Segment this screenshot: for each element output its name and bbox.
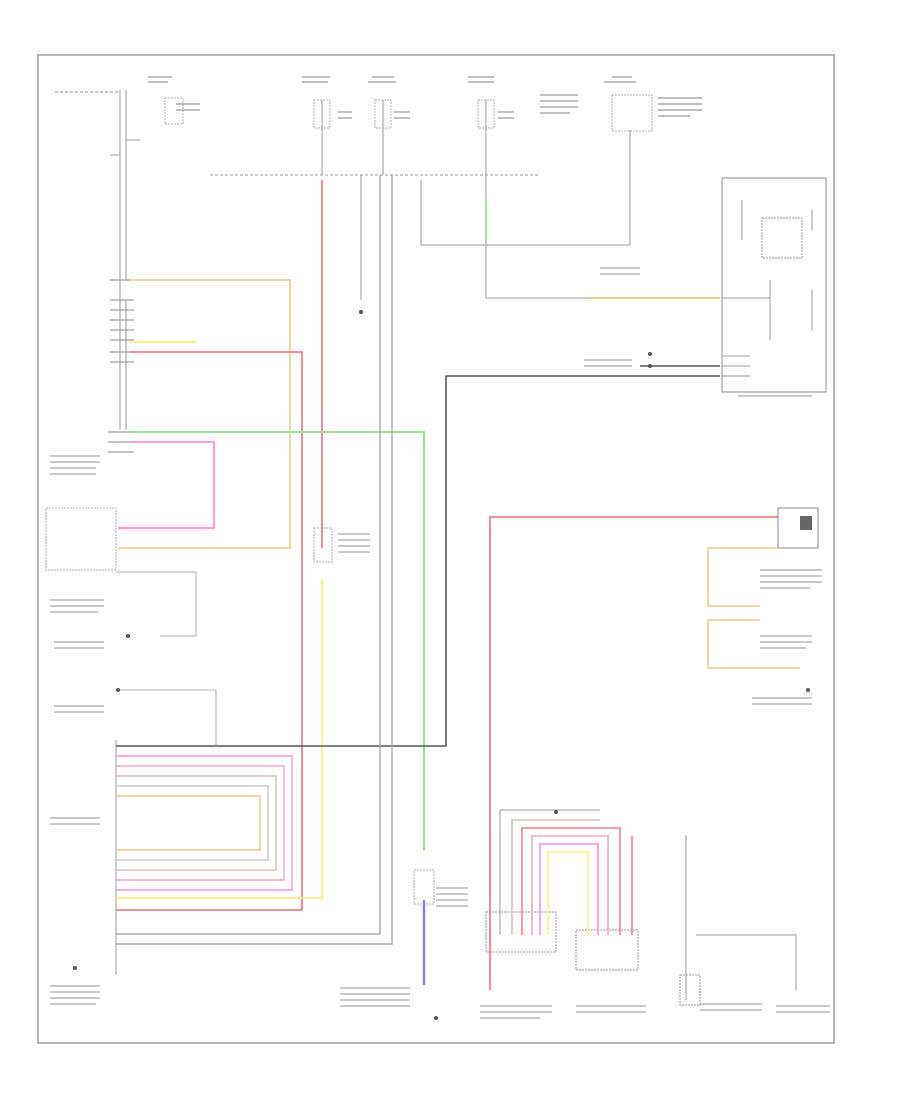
- wire-tan-1: [118, 279, 291, 549]
- wire-green-1: [130, 431, 425, 850]
- connector-bottom-a: [485, 809, 639, 971]
- component-left-middle: [45, 507, 435, 905]
- wire-tan-2: [707, 547, 778, 607]
- wire-tan-3: [707, 619, 800, 669]
- diagram-frame: [37, 54, 835, 1044]
- module-top-right-internals: [722, 200, 813, 377]
- component-label-marks: [50, 267, 830, 1019]
- wire-yellow-2: [116, 580, 323, 899]
- label-marks: [148, 76, 702, 119]
- left-harness: [55, 90, 140, 975]
- connector-bottom-right: [679, 835, 797, 1006]
- connector-bottom-wires: [511, 819, 633, 935]
- wire-red-3: [489, 516, 778, 990]
- wire-bundle-lower-left: [116, 755, 293, 891]
- wire-gray-bottom-2: [116, 175, 393, 945]
- ground-dots: [73, 310, 810, 1020]
- wire-red-1: [116, 351, 303, 911]
- fuse-block-top: [164, 94, 653, 132]
- power-bus: [210, 100, 631, 300]
- wire-gray-bottom-1: [116, 175, 381, 935]
- switch-right-core: [800, 516, 812, 530]
- module-top-right: [721, 177, 827, 393]
- connector-pins-left: [108, 279, 134, 453]
- wire-pink-1: [118, 441, 215, 529]
- wire-dark-1: [116, 375, 720, 747]
